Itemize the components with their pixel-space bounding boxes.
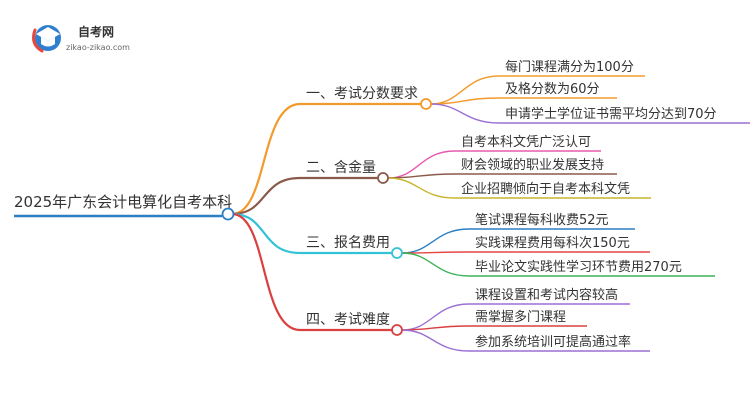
leaf-connector (401, 228, 470, 254)
branch-connector (231, 212, 301, 255)
branch-collapse-toggle[interactable] (377, 172, 389, 184)
leaf-node-label: 参加系统培训可提高通过率 (475, 334, 631, 350)
leaf-node-label: 及格分数为60分 (505, 81, 600, 97)
branch-node-label: 一、考试分数要求 (306, 86, 418, 102)
branch-node-label: 三、报名费用 (306, 235, 390, 251)
leaf-connector (401, 329, 470, 352)
leaf-node-label: 毕业论文实践性学习环节费用270元 (475, 259, 682, 275)
mindmap-nodes: 2025年广东会计电算化自考本科 每门课程满分为100分及格分数为60分申请学士… (14, 59, 717, 350)
root-collapse-toggle[interactable] (221, 207, 235, 221)
leaf-node-label: 企业招聘倾向于自考本科文凭 (461, 181, 630, 197)
leaf-connector (430, 75, 500, 105)
leaf-connector (387, 177, 456, 199)
branch-connector (231, 212, 301, 332)
graduation-cap-icon (32, 25, 61, 53)
site-logo[interactable]: 自考网 zikao-zikao.com (32, 24, 131, 53)
leaf-node-label: 需掌握多门课程 (475, 309, 566, 325)
leaf-node-label: 自考本科文凭广泛认可 (461, 135, 591, 150)
branch-connector (231, 102, 301, 216)
branch-connector (231, 176, 301, 216)
mindmap-edges (14, 75, 750, 352)
leaf-connector (430, 97, 500, 105)
branch-node-label: 二、含金量 (306, 160, 376, 176)
logo-title: 自考网 (78, 24, 114, 39)
leaf-node-label: 每门课程满分为100分 (505, 59, 634, 75)
leaf-connector (401, 252, 470, 277)
leaf-node-label: 课程设置和考试内容较高 (475, 287, 618, 303)
logo-url: zikao-zikao.com (66, 43, 130, 52)
leaf-node-label: 笔试课程每科收费52元 (475, 212, 609, 228)
leaf-connector (387, 173, 456, 179)
leaf-node-label: 财会领域的职业发展支持 (461, 157, 604, 173)
root-node-label: 2025年广东会计电算化自考本科 (14, 193, 232, 211)
branch-node-label: 四、考试难度 (306, 312, 390, 328)
branch-collapse-toggle[interactable] (391, 324, 403, 336)
branch-collapse-toggle[interactable] (420, 98, 432, 110)
leaf-connector (430, 103, 500, 124)
leaf-node-label: 实践课程费用每科次150元 (475, 235, 630, 251)
leaf-connector (401, 325, 470, 331)
branch-collapse-toggle[interactable] (391, 247, 403, 259)
leaf-node-label: 申请学士学位证书需平均分达到70分 (505, 106, 717, 122)
